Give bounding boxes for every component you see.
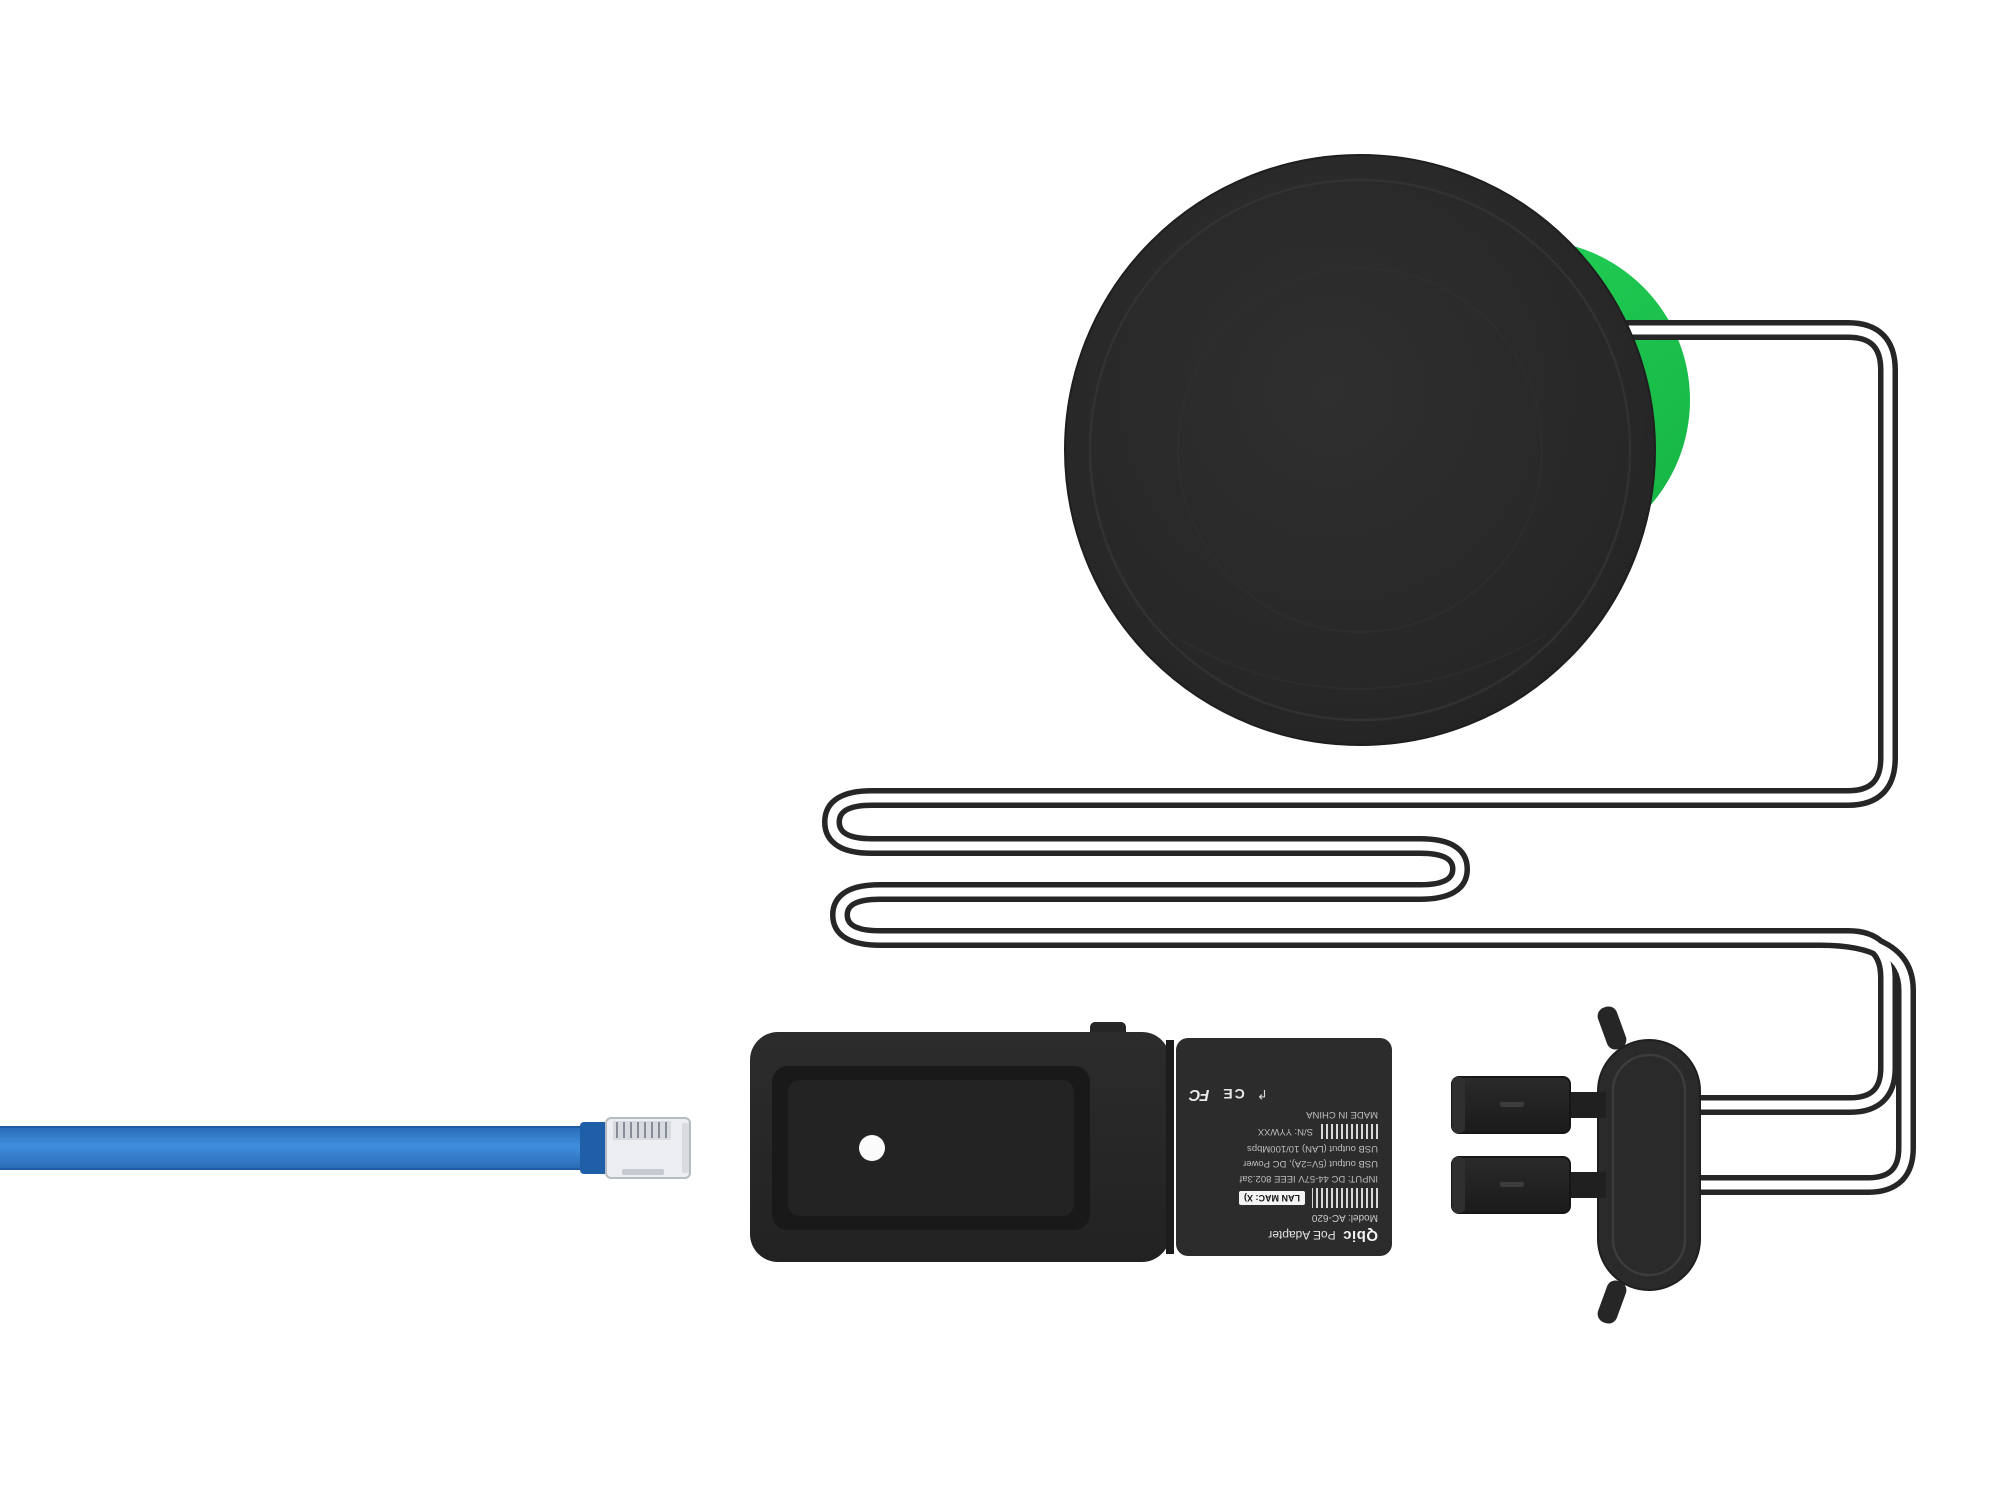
- brand-logo-text: Qbic: [1342, 1227, 1378, 1244]
- barcode-serial: [1320, 1124, 1378, 1139]
- adapter-view-hole: [859, 1135, 885, 1161]
- arrow-icon: ↱: [1256, 1087, 1268, 1102]
- label-model: Model: AC-620: [1311, 1212, 1378, 1223]
- grommet-inner-outline: [1611, 1053, 1687, 1277]
- label-made-in: MADE IN CHINA: [1306, 1109, 1378, 1120]
- usb-logo-mark-lower: [1500, 1182, 1524, 1187]
- adapter-seam: [1166, 1040, 1174, 1254]
- label-mac-row: LAN MAC: X): [1190, 1188, 1378, 1208]
- rj45-pin-block: [613, 1121, 671, 1140]
- ethernet-ribbon: [0, 1126, 585, 1170]
- puck-inner-ring: [1177, 267, 1543, 633]
- label-serial: S/N: YYWXX: [1257, 1126, 1313, 1137]
- barcode-mac: [1312, 1188, 1378, 1208]
- usb-face-upper: [1452, 1077, 1465, 1133]
- adapter-label: Qbic PoE Adapter Model: AC-620 LAN MAC: …: [1182, 1044, 1386, 1250]
- label-usb-lan: USB output (LAN) 10/100Mbps: [1247, 1143, 1378, 1154]
- puck-body: [1064, 154, 1656, 746]
- usb-logo-mark-upper: [1500, 1102, 1524, 1107]
- adapter-slot-plate: [788, 1080, 1074, 1216]
- product-name: PoE Adapter: [1268, 1228, 1336, 1243]
- usb-stem-lower: [1566, 1172, 1606, 1198]
- rj45-latch: [622, 1169, 664, 1175]
- usb-stem-upper: [1566, 1092, 1606, 1118]
- label-input: INPUT: DC 44-57V IEEE 802.3af: [1239, 1173, 1378, 1184]
- ethernet-boot: [580, 1122, 608, 1174]
- rj45-pins: [616, 1122, 667, 1138]
- grommet-clip-top: [1597, 1006, 1627, 1050]
- grommet-plate: [1597, 1039, 1701, 1291]
- puck-edge-ring: [1088, 178, 1632, 722]
- ce-mark-icon: CE: [1221, 1086, 1245, 1102]
- label-serial-row: S/N: YYWXX: [1190, 1124, 1378, 1139]
- round-puck-device: [1064, 154, 1656, 746]
- cable-grommet-assembly: [1451, 1006, 1701, 1324]
- rj45-tip-shade: [682, 1123, 689, 1173]
- lan-mac-chip: LAN MAC: X): [1239, 1191, 1305, 1205]
- rj45-connector: [605, 1117, 691, 1179]
- puck-reflection-line: [1179, 634, 1546, 690]
- label-usb-power: USB output (5V=2A), DC Power: [1243, 1158, 1378, 1169]
- label-brand-row: Qbic PoE Adapter: [1190, 1227, 1378, 1244]
- grommet-clip-bottom: [1597, 1280, 1627, 1324]
- usb-plug-upper: [1451, 1076, 1606, 1134]
- label-certs-row: ↱ CE FC: [1190, 1085, 1378, 1103]
- fcc-mark-icon: FC: [1190, 1086, 1210, 1103]
- usb-plug-lower: [1451, 1156, 1606, 1214]
- blue-ethernet-cable: [0, 1117, 691, 1179]
- cable-core-branch: [1655, 933, 1911, 1190]
- usb-face-lower: [1452, 1157, 1465, 1213]
